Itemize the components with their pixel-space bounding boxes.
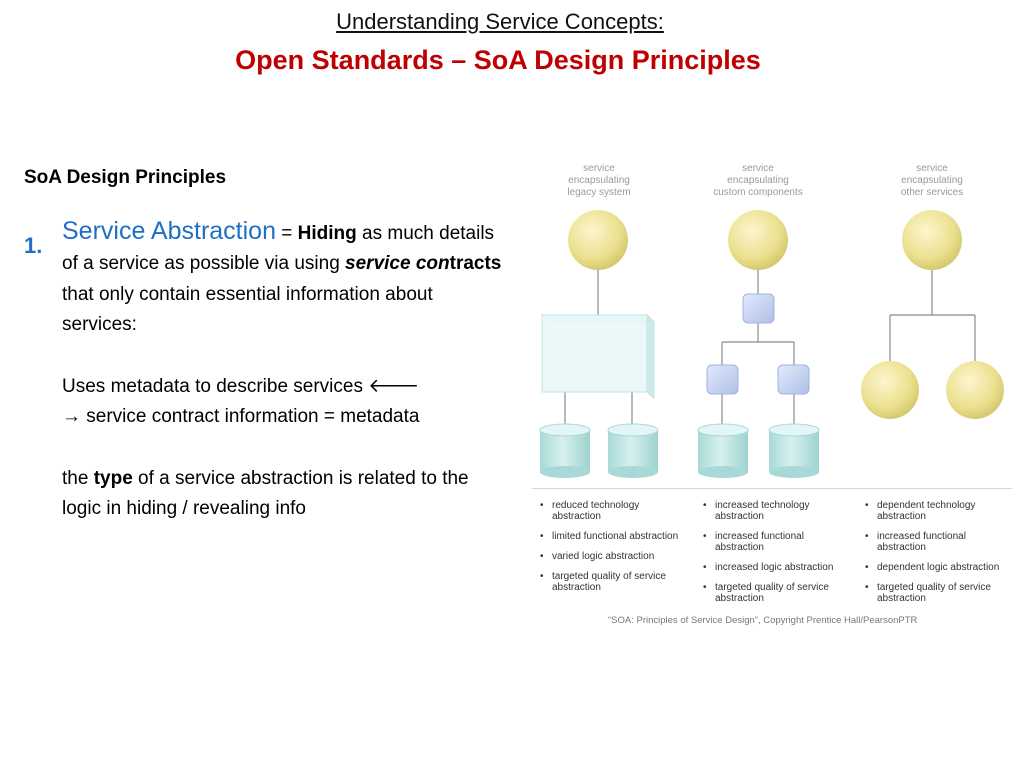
service-con-word: service con: [345, 253, 450, 274]
section-heading: SoA Design Principles: [24, 167, 227, 188]
component-block: [742, 293, 775, 324]
column-3-bullets: dependent technology abstraction increas…: [863, 500, 1013, 613]
principle-text-1: as much details of a service as possible…: [62, 222, 495, 275]
slide-subtitle: Open Standards – SoA Design Principles: [235, 45, 761, 75]
component-block: [706, 364, 739, 395]
database-cylinder: [539, 423, 591, 478]
slide-title: Understanding Service Concepts:: [336, 9, 664, 34]
metadata-text-1: Uses metadata to describe services: [62, 375, 369, 397]
type-word: type: [93, 467, 133, 489]
database-cylinder: [607, 423, 659, 478]
connector-lines: [564, 268, 976, 428]
list-item: targeted quality of service abstraction: [540, 571, 688, 593]
list-item: dependent logic abstraction: [865, 562, 1013, 573]
list-item: limited functional abstraction: [540, 531, 688, 542]
principle-paragraph: Service Abstraction = Hiding as much det…: [62, 216, 504, 525]
tracts-word: tracts: [449, 253, 502, 274]
list-item: reduced technology abstraction: [540, 500, 688, 522]
type-text-1: the: [62, 467, 94, 489]
list-item: targeted quality of service abstraction: [703, 582, 851, 604]
principle-name: Service Abstraction: [62, 216, 276, 245]
list-item: increased technology abstraction: [703, 500, 851, 522]
list-item: targeted quality of service abstraction: [865, 582, 1013, 604]
service-sphere: [902, 210, 962, 270]
figure-diagram: [539, 210, 1004, 478]
figure-credit: “SOA: Principles of Service Design”, Cop…: [608, 615, 918, 626]
list-item: increased logic abstraction: [703, 562, 851, 573]
list-item: increased functional abstraction: [865, 531, 1013, 553]
metadata-paragraph: Uses metadata to describe services 🡐 → s…: [62, 372, 504, 433]
column-2-bullets: increased technology abstraction increas…: [701, 500, 851, 613]
legacy-system-box: [540, 313, 656, 400]
left-arrow-icon: 🡐: [368, 375, 420, 397]
list-item: varied logic abstraction: [540, 551, 688, 562]
type-text-2: of a service abstraction is related to t…: [62, 467, 469, 520]
column-1-bullets: reduced technology abstraction limited f…: [538, 500, 688, 602]
figure-divider: [532, 488, 1012, 489]
right-arrow-icon: →: [62, 406, 81, 427]
service-sphere: [946, 361, 1004, 419]
component-block: [777, 364, 810, 395]
service-sphere: [728, 210, 788, 270]
metadata-text-2: service contract information = metadata: [81, 406, 420, 427]
hiding-word: Hiding: [297, 222, 357, 244]
equals-sign: =: [276, 222, 298, 244]
type-paragraph: the type of a service abstraction is rel…: [62, 464, 504, 525]
database-cylinder: [768, 423, 820, 478]
service-sphere: [568, 210, 628, 270]
list-item: increased functional abstraction: [703, 531, 851, 553]
list-number: 1.: [24, 233, 43, 258]
database-cylinder: [697, 423, 749, 478]
list-item: dependent technology abstraction: [865, 500, 1013, 522]
principle-text-2: that only contain essential information …: [62, 283, 433, 336]
service-sphere: [861, 361, 919, 419]
slide-body: SoA Design Principles 1. Service Abstrac…: [24, 163, 504, 525]
